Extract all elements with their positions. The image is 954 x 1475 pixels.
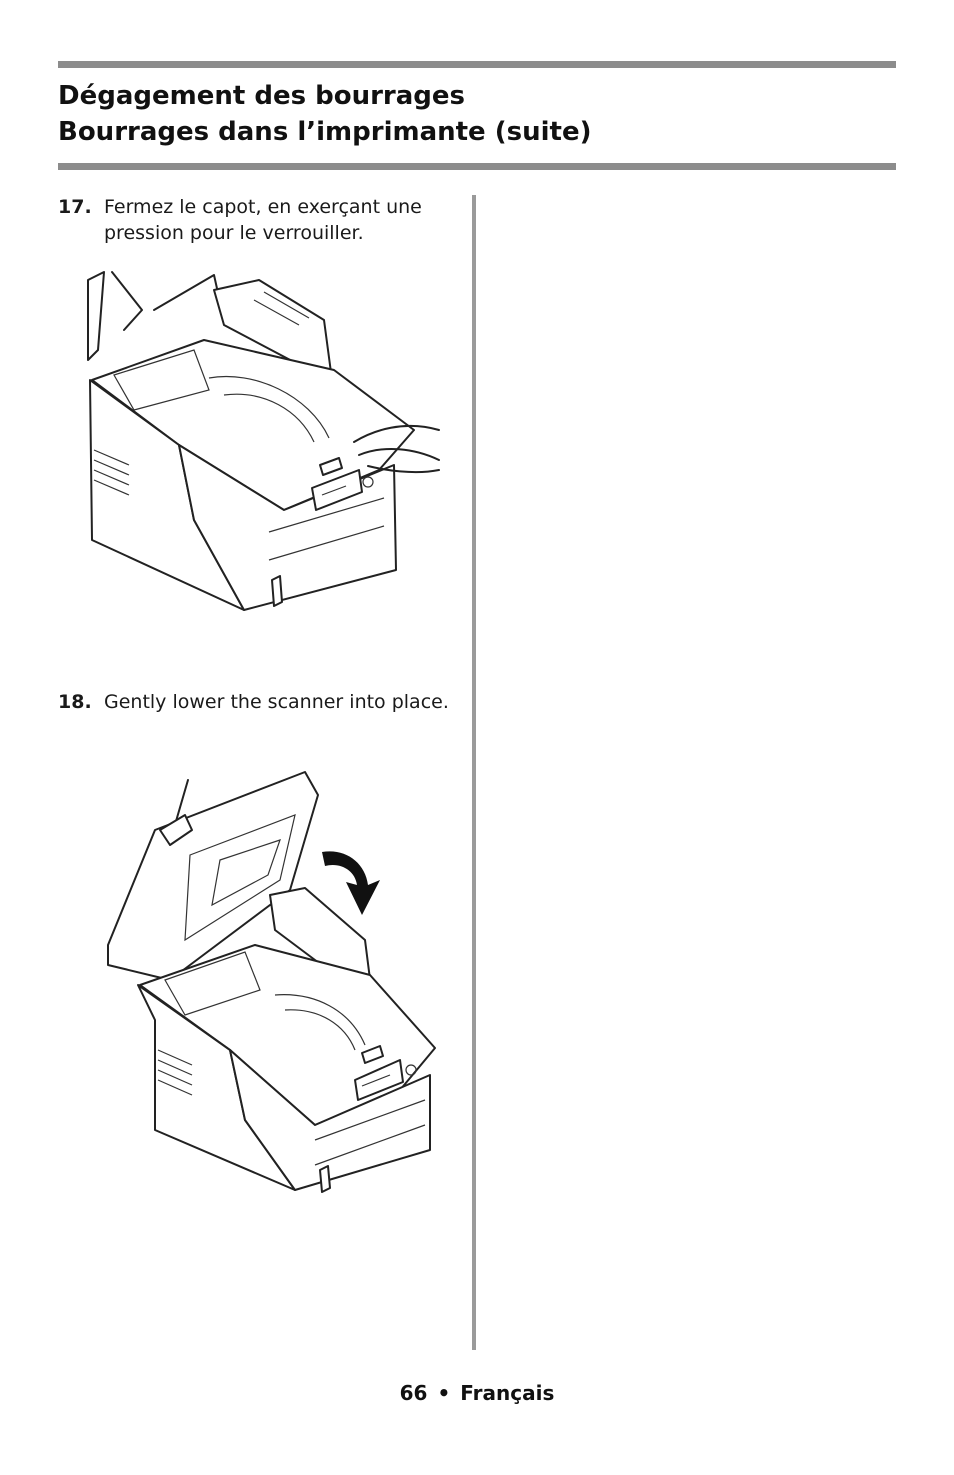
step-17: 17. Fermez le capot, en exerçant une pre… [58,194,458,246]
step-18: 18. Gently lower the scanner into place. [58,689,458,715]
title-line-2: Bourrages dans l’imprimante (suite) [58,117,592,147]
page-footer: 66 • Français [0,1381,954,1405]
step-text: Gently lower the scanner into place. [104,691,449,713]
footer-language: Français [460,1381,555,1405]
column-divider [472,195,476,1350]
printer-closing-cover-illustration [87,271,440,611]
header-rule-bottom [58,163,896,170]
footer-separator: • [437,1381,451,1405]
page-number: 66 [399,1381,428,1405]
title-line-1: Dégagement des bourrages [58,81,465,111]
step-number: 17. [58,196,92,218]
header-rule-top [58,61,896,68]
step-number: 18. [58,691,92,713]
step-text: Fermez le capot, en exerçant une pressio… [104,196,422,244]
page-title: Dégagement des bourrages Bourrages dans … [58,78,591,150]
scanner-lowering-illustration [107,771,436,1193]
